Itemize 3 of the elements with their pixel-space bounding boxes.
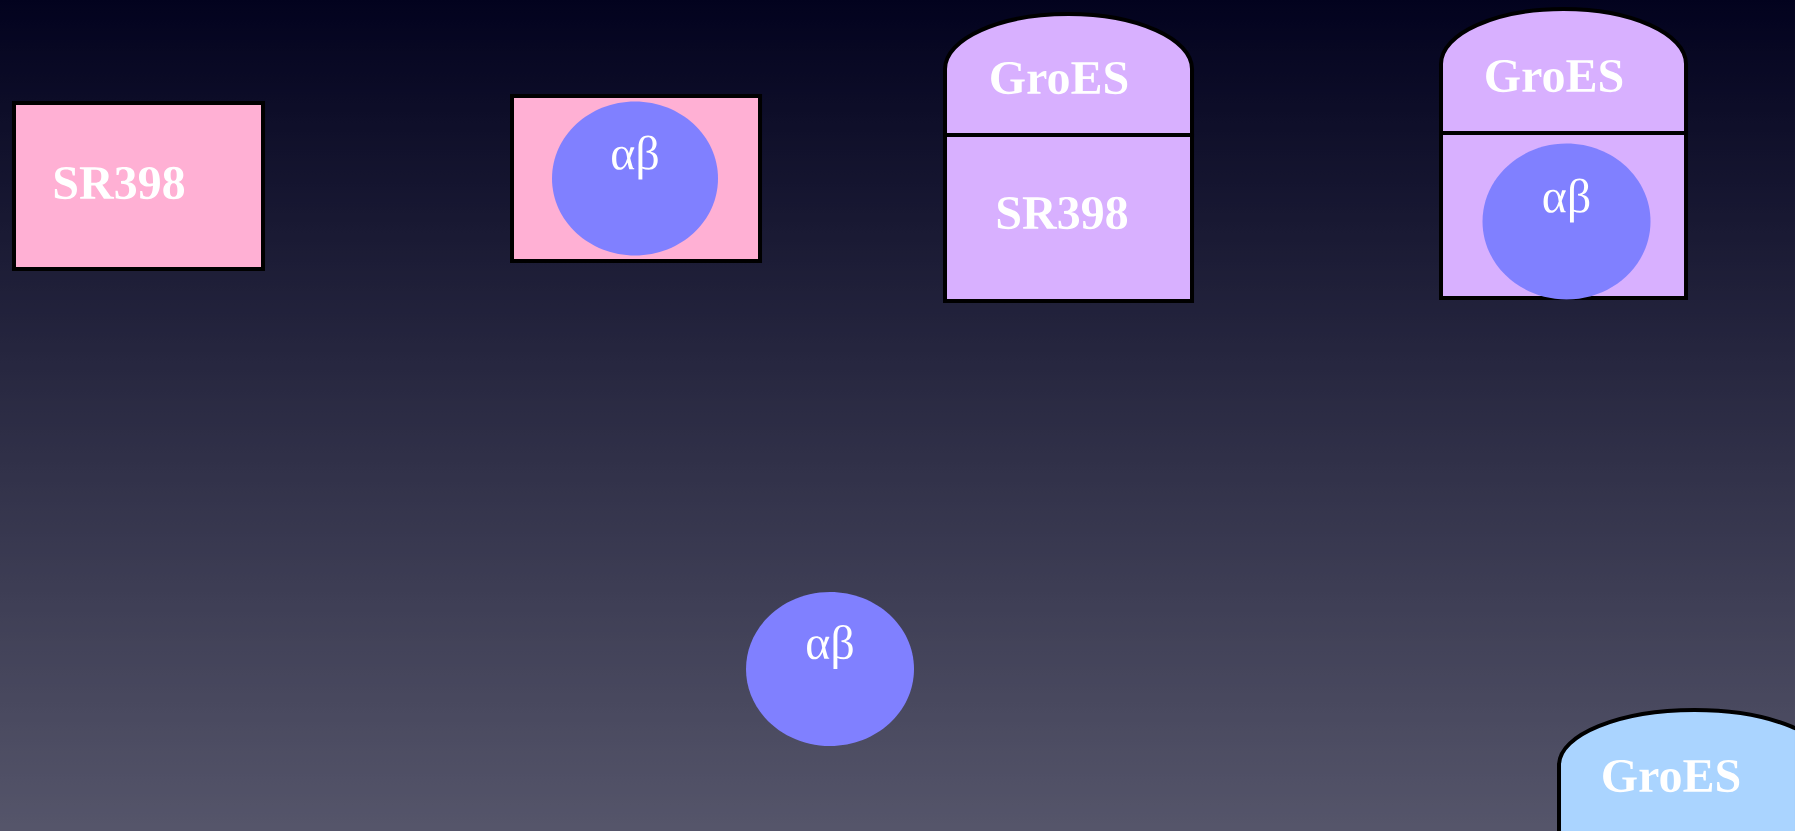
cap-dome: GroES [1557,708,1795,831]
protein-box: SR398 [943,133,1194,303]
protein-box: SR398 [12,101,265,271]
